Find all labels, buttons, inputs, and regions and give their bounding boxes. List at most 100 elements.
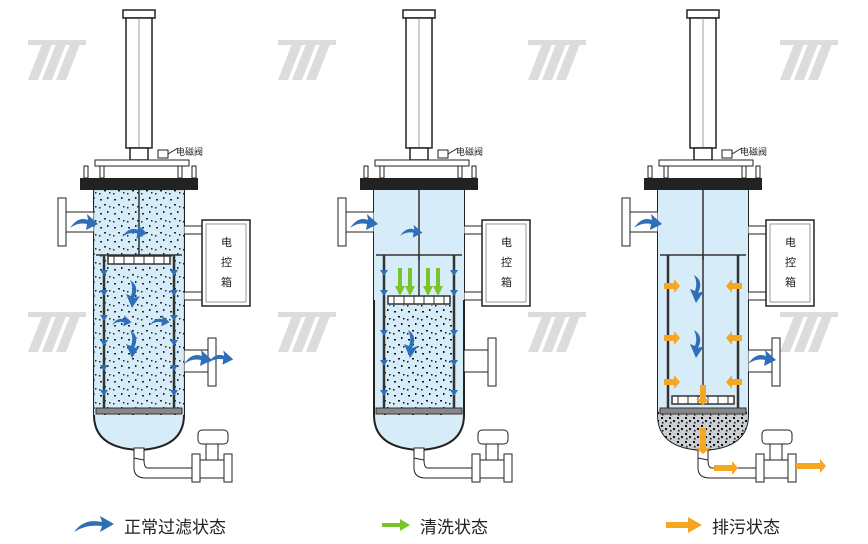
inlet-flange bbox=[621, 197, 631, 247]
screen-bottom bbox=[375, 407, 463, 415]
flange-bolt bbox=[83, 165, 89, 179]
cylinder-base bbox=[129, 147, 149, 161]
dirty-water-lower bbox=[384, 305, 454, 415]
legend-label-discharge: 排污状态 bbox=[712, 517, 780, 538]
brush-head bbox=[107, 255, 171, 265]
solenoid-leader bbox=[167, 147, 179, 155]
watermark-logo bbox=[28, 40, 86, 80]
solenoid-valve-label: 电磁阀 bbox=[456, 146, 483, 158]
drain-flange-left bbox=[191, 453, 201, 483]
blue-flow-arrow bbox=[400, 224, 423, 238]
watermark-logo bbox=[780, 40, 838, 80]
green-flush-arrow bbox=[405, 268, 415, 296]
control-box bbox=[481, 219, 531, 307]
control-box-label: 电 bbox=[221, 236, 232, 249]
solenoid-valve-label: 电磁阀 bbox=[176, 146, 203, 158]
flange-bolt bbox=[363, 165, 369, 179]
orange-flow-arrow bbox=[664, 331, 680, 345]
screen-flow-marker bbox=[100, 270, 108, 276]
valve-actuator bbox=[477, 429, 509, 445]
orange-flow-arrow bbox=[696, 385, 710, 405]
top-bracket bbox=[94, 159, 190, 167]
control-box-door bbox=[769, 223, 811, 303]
watermark-logo bbox=[28, 312, 86, 352]
box-bracket bbox=[463, 291, 483, 301]
blue-flow-arrow-down bbox=[690, 330, 704, 358]
inlet-flange bbox=[337, 197, 347, 247]
orange-arrow-icon bbox=[666, 517, 702, 533]
watermark-logo bbox=[278, 40, 336, 80]
control-box-door bbox=[485, 223, 527, 303]
screen-flow-marker bbox=[450, 330, 458, 336]
cylinder-cap bbox=[122, 9, 156, 19]
top-flange bbox=[644, 178, 762, 190]
orange-flow-arrow bbox=[726, 279, 742, 293]
green-flush-arrow bbox=[433, 268, 443, 296]
blue-flow-arrow-down bbox=[404, 330, 418, 358]
blue-flow-arrow-down bbox=[126, 280, 140, 308]
drain-flange-left bbox=[471, 453, 481, 483]
control-box-door bbox=[205, 223, 247, 303]
control-box-label: 电 bbox=[501, 236, 512, 249]
outlet-flange bbox=[487, 337, 497, 387]
orange-flow-arrow bbox=[664, 375, 680, 389]
valve-stem bbox=[205, 443, 219, 461]
top-flow-arrow bbox=[122, 224, 148, 239]
screen-flow-marker bbox=[100, 315, 108, 321]
cylinder-base bbox=[693, 147, 713, 161]
screen-flow-marker bbox=[450, 290, 458, 296]
solenoid-leader bbox=[447, 147, 459, 155]
watermark-logo bbox=[528, 312, 586, 352]
solenoid-valve-body bbox=[721, 149, 733, 159]
legend-label-cleaning: 清洗状态 bbox=[420, 517, 488, 538]
orange-flow-arrow bbox=[796, 459, 826, 473]
screen-flow-marker bbox=[450, 360, 458, 366]
drain-valve-body bbox=[199, 459, 225, 479]
watermark-logo bbox=[528, 40, 586, 80]
brush-head bbox=[387, 295, 451, 305]
top-flange bbox=[80, 178, 198, 190]
screen-flow-marker bbox=[170, 390, 178, 396]
box-bracket bbox=[183, 225, 203, 235]
watermark-logo bbox=[780, 312, 838, 352]
curved-arrow-icon bbox=[74, 516, 114, 532]
control-box bbox=[765, 219, 815, 307]
control-box-label: 控 bbox=[785, 255, 796, 269]
screen-flow-marker bbox=[100, 340, 108, 346]
cylinder-cap bbox=[402, 9, 436, 19]
screen-flow-marker bbox=[380, 290, 388, 296]
orange-flow-arrow bbox=[696, 428, 710, 454]
top-flange bbox=[360, 178, 478, 190]
box-bracket bbox=[183, 291, 203, 301]
screen-flow-marker bbox=[170, 290, 178, 296]
flange-bolt bbox=[191, 165, 197, 179]
inlet-flange bbox=[57, 197, 67, 247]
screen-flow-marker bbox=[380, 390, 388, 396]
box-bracket bbox=[747, 225, 767, 235]
solenoid-leader bbox=[731, 147, 743, 155]
cylinder-cap bbox=[686, 9, 720, 19]
screen-bottom bbox=[659, 407, 747, 415]
screen-flow-marker bbox=[170, 315, 178, 321]
control-box-label: 电 bbox=[785, 236, 796, 249]
flange-bolt bbox=[663, 165, 669, 179]
flange-bolt bbox=[647, 165, 653, 179]
valve-stem bbox=[769, 443, 783, 461]
solenoid-valve-label: 电磁阀 bbox=[740, 146, 767, 158]
drain-flange-right bbox=[223, 453, 233, 483]
control-box-label: 控 bbox=[221, 255, 232, 269]
outlet-arrow bbox=[184, 350, 212, 366]
green-arrow-icon bbox=[382, 519, 410, 531]
screen-flow-marker bbox=[450, 390, 458, 396]
screen-flow-marker bbox=[170, 270, 178, 276]
screen-flow-marker bbox=[100, 390, 108, 396]
blue-flow-arrow bbox=[150, 315, 170, 327]
inlet-arrow bbox=[634, 214, 662, 230]
flange-bolt bbox=[755, 165, 761, 179]
flange-bolt bbox=[471, 165, 477, 179]
